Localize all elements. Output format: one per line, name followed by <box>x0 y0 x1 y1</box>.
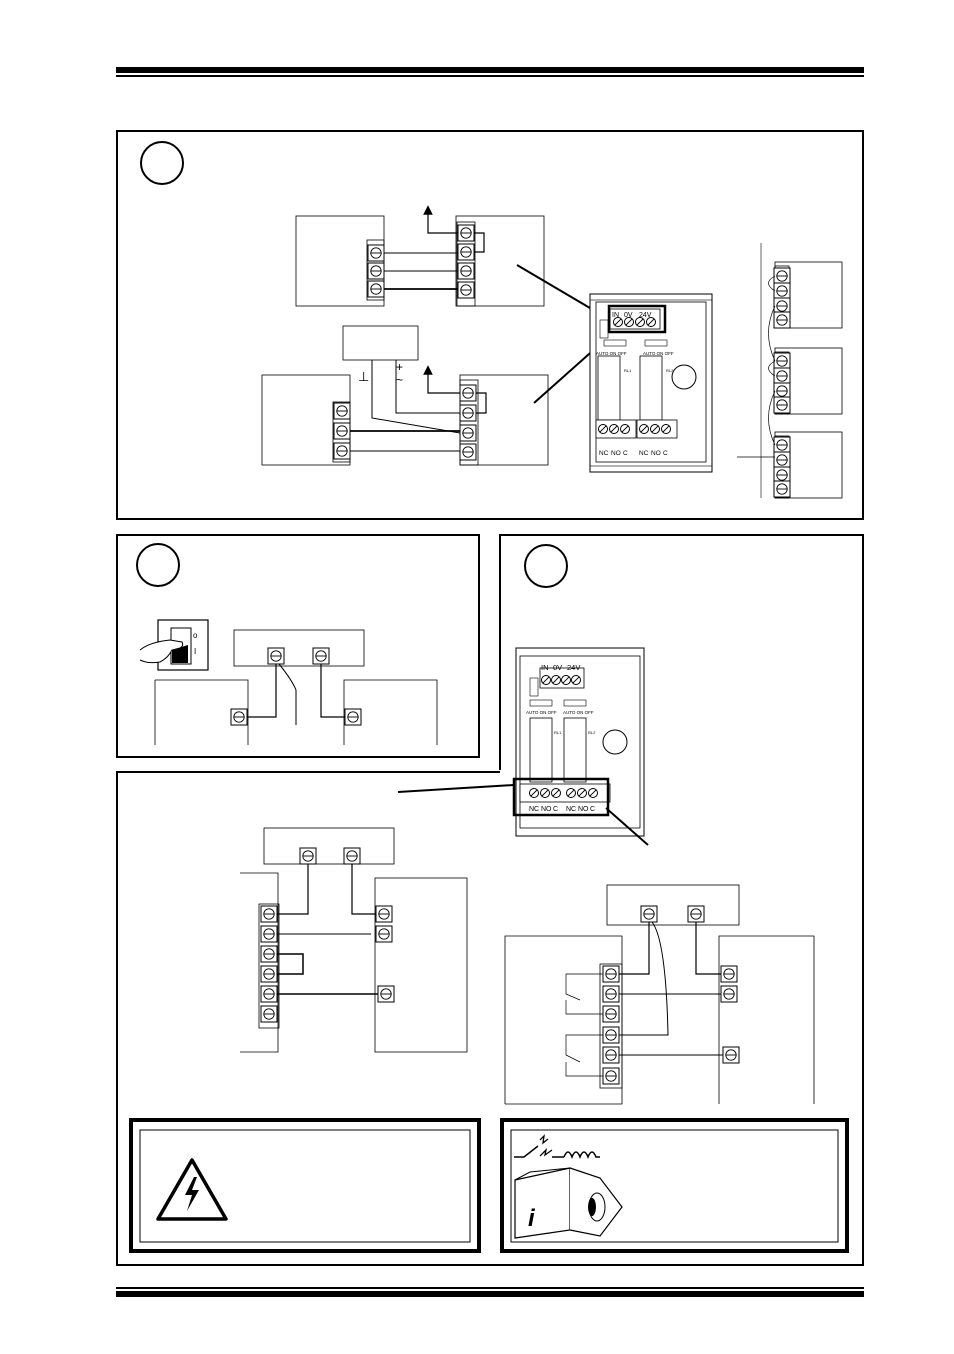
relay-label-no-4: NO <box>578 806 589 813</box>
info-box: i <box>500 1118 849 1253</box>
switch-terminal-block <box>233 629 365 667</box>
relay-name-2: RL2 <box>666 368 674 373</box>
relay-name-4: RL2 <box>588 730 596 735</box>
switch-on-mark: I <box>194 647 196 656</box>
supply-label-in: IN <box>612 312 619 319</box>
relay-label-c-2: C <box>663 450 668 457</box>
section-2-number-circle <box>136 543 180 587</box>
top-rule-thick <box>116 67 864 73</box>
relay-label-nc-4: NC <box>566 806 576 813</box>
switch-off-mark: o <box>193 631 198 640</box>
wall-switch-icon: o I <box>139 619 209 671</box>
jumper-label-2: AUTO ON OFF <box>643 351 674 356</box>
svg-text:i: i <box>528 1205 536 1232</box>
supply-terminal-highlight <box>607 304 667 334</box>
warning-box <box>129 1118 481 1253</box>
relay-label-nc-2: NC <box>639 450 649 457</box>
left-controlled-device <box>374 877 468 1053</box>
section-3-number-circle <box>524 544 568 588</box>
read-manual-icon: i <box>514 1167 623 1239</box>
section-1-number-circle <box>140 141 184 185</box>
relay-label-no-3: NO <box>541 806 552 813</box>
relay-terminal-highlight <box>512 777 610 817</box>
plus-sign: + <box>396 360 403 374</box>
left-terminal-block <box>263 827 395 865</box>
relay-label-c-1: C <box>623 450 628 457</box>
daisy-chain-devices <box>737 243 843 499</box>
supply-label-0v: 0V <box>624 312 633 319</box>
relay-label-no-1: NO <box>611 450 621 457</box>
upper-right-device <box>455 215 545 307</box>
bottom-rule-thin <box>116 1287 864 1289</box>
power-supply-box <box>342 325 419 361</box>
bottom-rule-thick <box>116 1291 864 1297</box>
relay-label-c-4: C <box>590 806 595 813</box>
relay-label-nc-1: NC <box>599 450 609 457</box>
relay-coil-icon <box>514 1134 600 1160</box>
supply-label-0v-2: 0V <box>553 663 562 672</box>
relay-label-nc-3: NC <box>529 806 539 813</box>
jumper-label-4: AUTO ON OFF <box>563 710 594 715</box>
top-rule-thin <box>116 75 864 77</box>
section-1-panel: ⊥ + ~ IN 0V 24V AUTO ON OFF AUTO ON OFF … <box>116 130 864 520</box>
right-terminal-block <box>606 884 740 926</box>
relay-module-2: IN 0V 24V AUTO ON OFF AUTO ON OFF RL1 RL… <box>512 647 645 837</box>
relay-name-1: RL1 <box>624 368 632 373</box>
section-3-panel: IN 0V 24V AUTO ON OFF AUTO ON OFF RL1 RL… <box>116 534 864 1266</box>
tilde-sign: ~ <box>396 373 403 387</box>
section-2-panel: o I <box>116 534 480 758</box>
supply-label-24v: 24V <box>639 312 652 319</box>
relay-label-no-2: NO <box>651 450 661 457</box>
relay-module-1: IN 0V 24V AUTO ON OFF AUTO ON OFF RL1 RL… <box>590 294 712 472</box>
jumper-label-3: AUTO ON OFF <box>526 710 557 715</box>
jumper-label-1: AUTO ON OFF <box>596 351 627 356</box>
supply-label-in-2: IN <box>541 663 549 672</box>
supply-label-24v-2: 24V <box>567 663 580 672</box>
high-voltage-warning-icon <box>156 1158 228 1221</box>
relay-name-3: RL1 <box>554 730 562 735</box>
ground-symbol: ⊥ <box>358 369 369 384</box>
relay-label-c-3: C <box>553 806 558 813</box>
